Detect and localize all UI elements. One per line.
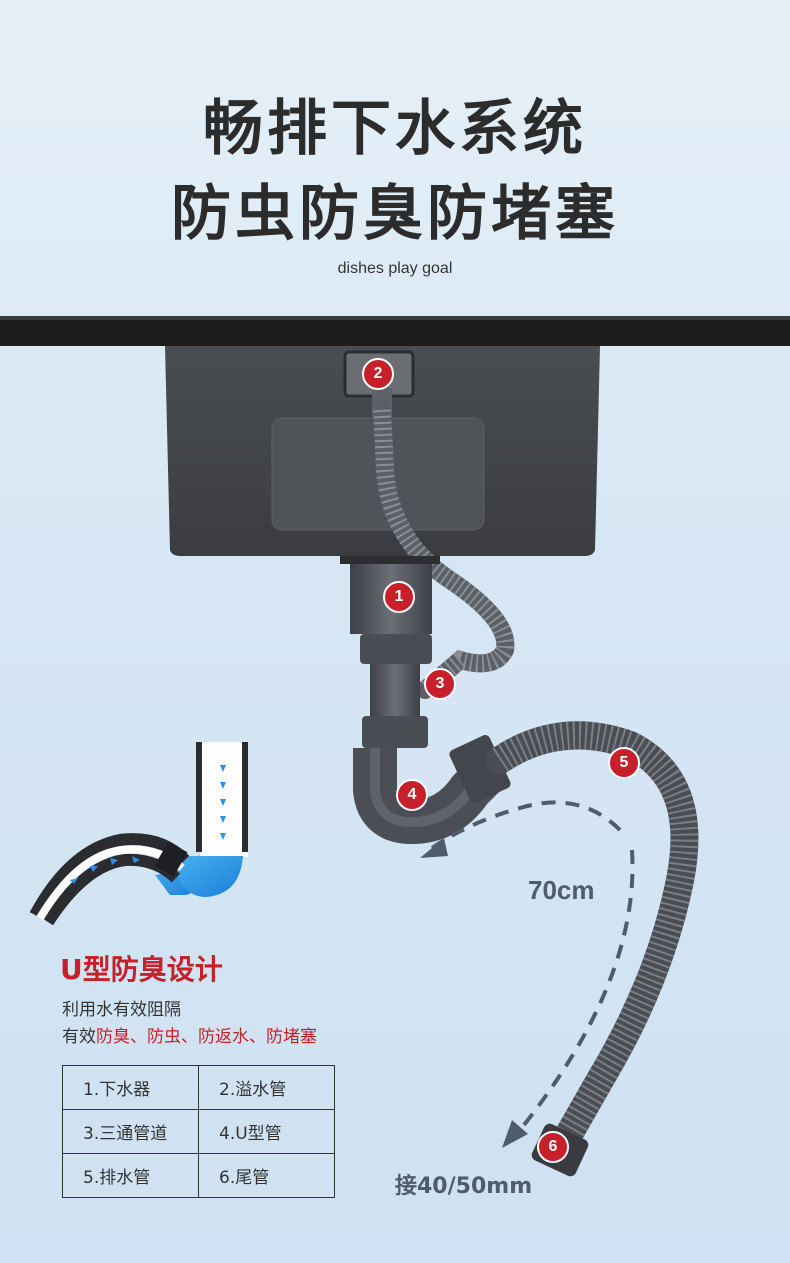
badge-6: 6 bbox=[537, 1131, 569, 1163]
drain-hose bbox=[486, 721, 699, 1164]
table-row: 3.三通管道 4.U型管 bbox=[62, 1109, 335, 1154]
u-trap-description-prefix: 有效 bbox=[62, 1027, 96, 1047]
u-trap-inset bbox=[29, 742, 248, 926]
u-trap-description-2: 有效防臭、防虫、防返水、防堵塞 bbox=[62, 1022, 317, 1047]
badge-2: 2 bbox=[362, 358, 394, 390]
countertop bbox=[0, 316, 790, 346]
u-trap-description-1: 利用水有效阻隔 bbox=[62, 1000, 181, 1020]
u-trap-heading: U型防臭设计 bbox=[60, 953, 223, 986]
hose-length-label: 70cm bbox=[528, 875, 595, 905]
badge-3: 3 bbox=[424, 668, 456, 700]
u-trap-description-highlight: 防臭、防虫、防返水、防堵塞 bbox=[96, 1027, 317, 1047]
table-cell: 6.尾管 bbox=[198, 1153, 335, 1198]
table-cell: 1.下水器 bbox=[62, 1065, 199, 1110]
connector-size-label: 接40/50mm bbox=[395, 1174, 533, 1199]
table-row: 1.下水器 2.溢水管 bbox=[62, 1065, 335, 1110]
badge-5: 5 bbox=[608, 747, 640, 779]
table-cell: 5.排水管 bbox=[62, 1153, 199, 1198]
table-cell: 2.溢水管 bbox=[198, 1065, 335, 1110]
badge-4: 4 bbox=[396, 779, 428, 811]
subtitle: dishes play goal bbox=[337, 260, 453, 277]
parts-table: 1.下水器 2.溢水管 3.三通管道 4.U型管 5.排水管 6.尾管 bbox=[62, 1065, 335, 1198]
badge-1: 1 bbox=[383, 581, 415, 613]
title-line-2: 防虫防臭防堵塞 bbox=[171, 179, 619, 249]
table-cell: 3.三通管道 bbox=[62, 1109, 199, 1154]
table-row: 5.排水管 6.尾管 bbox=[62, 1153, 335, 1198]
title-line-1: 畅排下水系统 bbox=[203, 94, 587, 164]
table-cell: 4.U型管 bbox=[198, 1109, 335, 1154]
